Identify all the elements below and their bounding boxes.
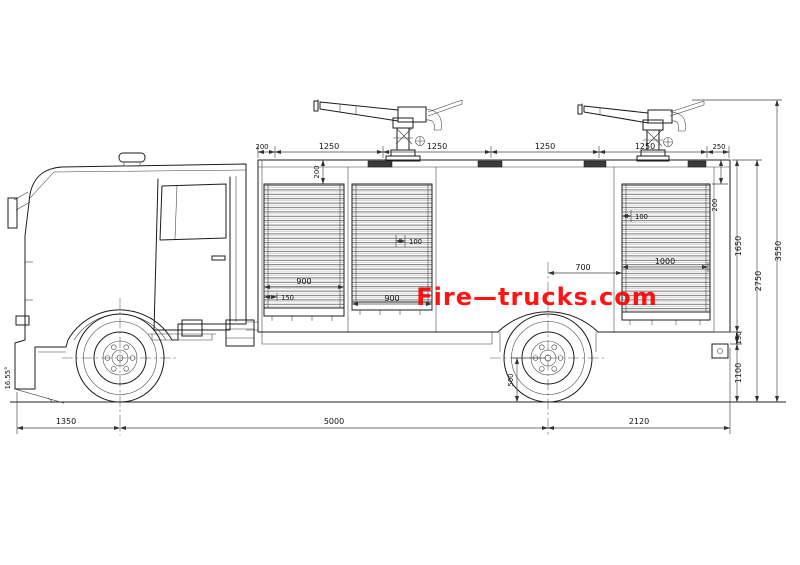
monitor-swivel	[642, 119, 664, 131]
dim-c2-900: 900	[384, 294, 399, 303]
dim-top-1250-1: 1250	[319, 142, 339, 151]
approach-angle: 16.55°	[4, 367, 65, 404]
side-mirror	[7, 197, 18, 229]
dim-right-150: 150	[735, 332, 743, 345]
dim-right-200: 200	[711, 199, 719, 212]
roof-hatch	[477, 160, 503, 168]
dim-500: 500	[507, 374, 515, 387]
dim-bottom-1350: 1350	[56, 417, 76, 426]
water-monitor-front	[313, 99, 463, 162]
dim-c1-150: 150	[281, 294, 294, 302]
roof-hatch	[583, 160, 607, 168]
cab-silhouette	[14, 163, 247, 390]
roller-shutter-compartment-1	[263, 183, 345, 321]
dimensions-internal: 200 900 150 100 900 100 1000 700 500	[263, 159, 709, 403]
cab-door	[153, 176, 231, 331]
front-wheel	[75, 313, 165, 403]
watermark: Fire—trucks.com	[416, 283, 657, 311]
dim-c2-100: 100	[409, 238, 422, 246]
body-outline	[257, 159, 731, 333]
battery-step-box	[181, 319, 203, 337]
dim-700: 700	[575, 263, 590, 272]
dimension-chain-bottom: 1350 5000 2120	[16, 348, 731, 434]
dimension-chains-right: 1650 150 1100 2750 3550 200	[692, 99, 783, 403]
monitor-handle	[427, 99, 463, 117]
dim-approach-angle: 16.55°	[4, 367, 12, 390]
monitor-barrel	[319, 101, 399, 122]
door-handle	[211, 255, 226, 261]
roof-hatch	[367, 160, 393, 168]
rear-step-box	[711, 343, 729, 359]
nozzle-tip	[313, 100, 319, 112]
dim-c1-200: 200	[313, 166, 321, 179]
dim-right-3550: 3550	[774, 241, 783, 261]
dim-c1-900: 900	[296, 277, 311, 286]
inlet-elbow	[425, 108, 442, 131]
monitor-swivel	[392, 117, 414, 129]
dim-top-1250-2: 1250	[427, 142, 447, 151]
roof-hatch	[687, 160, 707, 168]
dim-right-2750: 2750	[754, 271, 763, 291]
monitor-barrel	[583, 105, 649, 124]
wheel-rim	[93, 331, 147, 385]
truck-cab	[7, 152, 258, 390]
dim-top-200: 200	[256, 143, 269, 151]
mirror-arm	[13, 191, 31, 211]
nozzle-tip	[577, 104, 583, 115]
dim-right-1650: 1650	[734, 236, 743, 256]
dimension-chain-top: 200 1250 1250 1250 1250 250	[256, 142, 730, 158]
monitor-handle	[669, 100, 705, 117]
inlet-elbow	[671, 111, 686, 132]
dim-top-1250-3: 1250	[535, 142, 555, 151]
door-window	[159, 183, 227, 241]
fuel-tank	[225, 319, 255, 347]
side-skirt	[261, 332, 493, 345]
shutter-bottom-rail	[263, 307, 345, 317]
mudflaps	[499, 332, 597, 352]
tire-outer	[75, 313, 165, 403]
dim-top-250: 250	[713, 143, 726, 151]
dim-top-1250-4: 1250	[635, 142, 655, 151]
tire-outer	[503, 313, 593, 403]
dim-bottom-2120: 2120	[629, 417, 649, 426]
datum-lines	[10, 262, 786, 436]
dim-c3-1000: 1000	[655, 257, 675, 266]
shutter-bottom-rail	[621, 311, 711, 321]
beacon-light	[118, 152, 146, 163]
water-monitor-rear	[577, 100, 705, 162]
dim-right-1100: 1100	[734, 363, 743, 383]
headlight	[15, 315, 30, 326]
dim-c3-100: 100	[635, 213, 648, 221]
roller-shutter-compartment-3	[621, 183, 711, 325]
dim-bottom-5000: 5000	[324, 417, 344, 426]
